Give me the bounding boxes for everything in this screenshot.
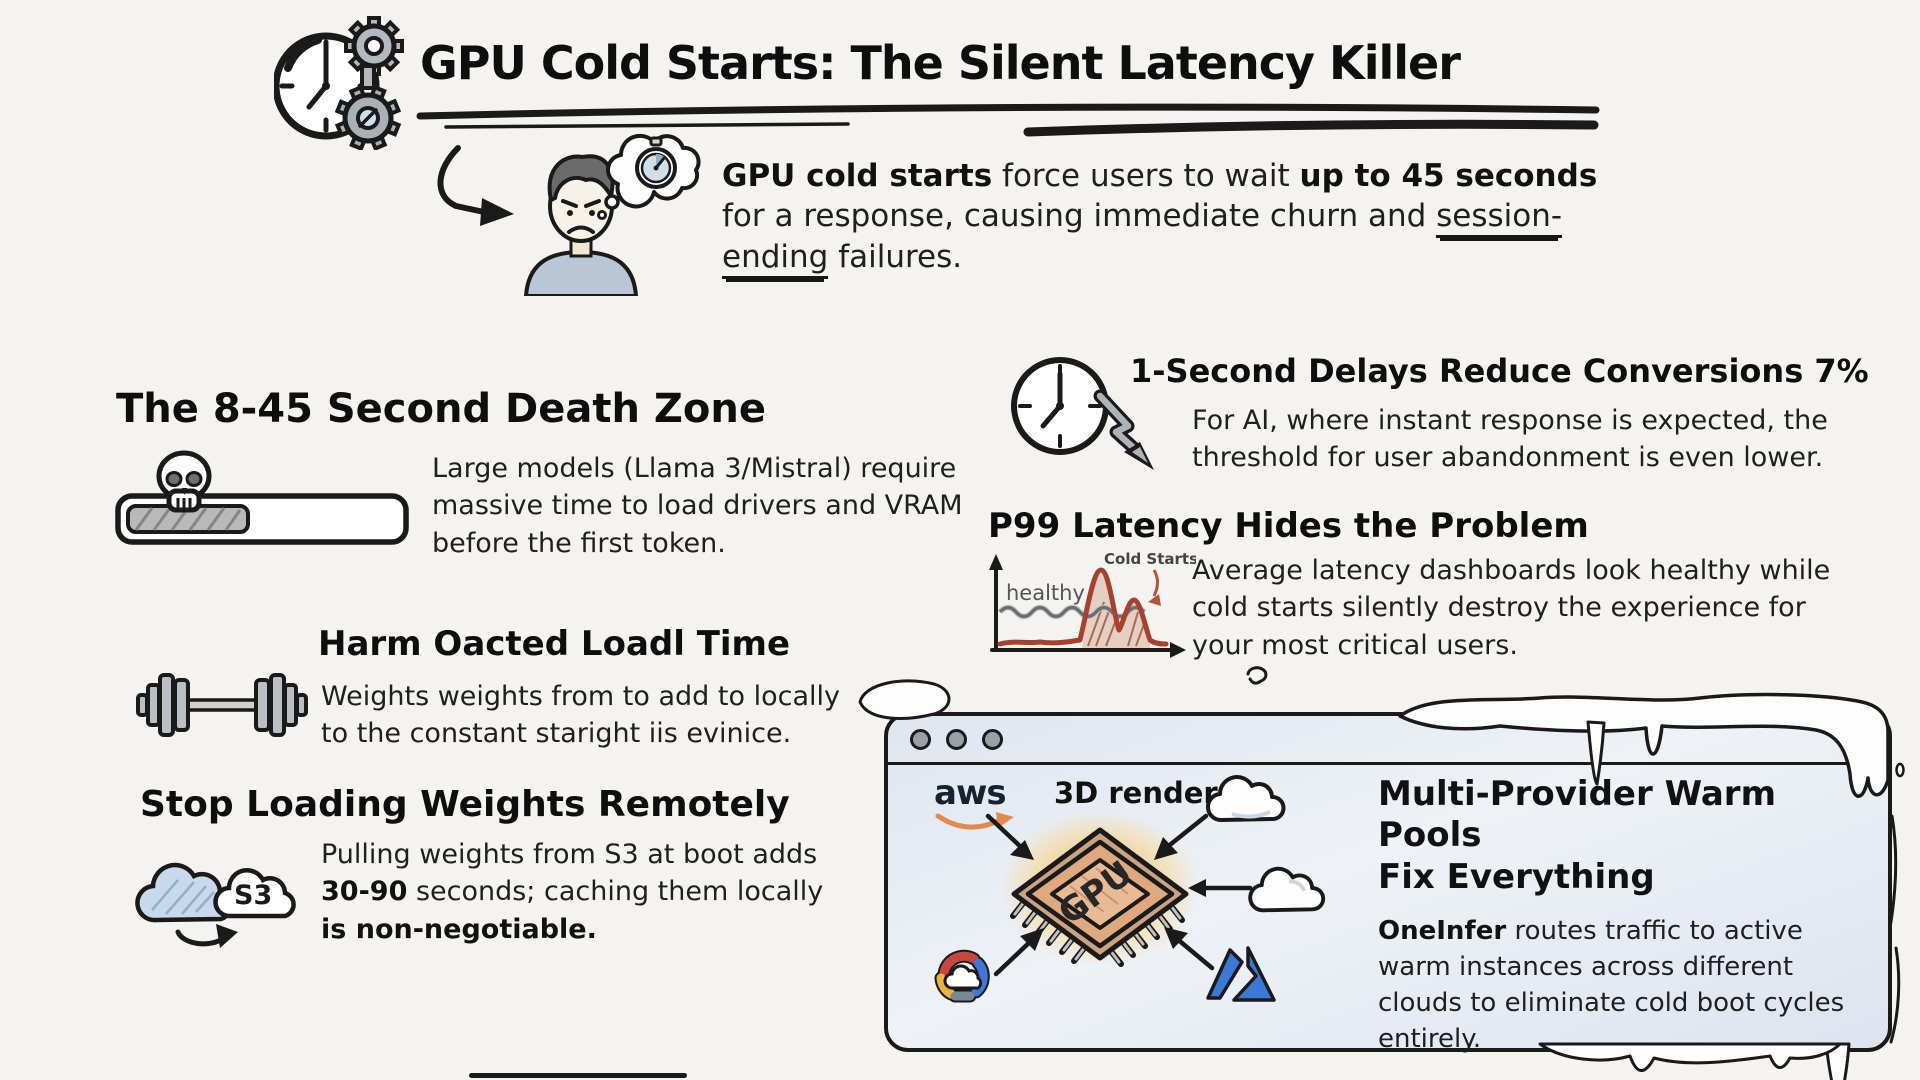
window-dot-minimize	[946, 728, 967, 750]
warm-pools-bold-oneinfer: OneInfer	[1378, 916, 1507, 947]
section-title-weights: Stop Loading Weights Remotely	[140, 784, 790, 825]
section-title-warm-pools: Multi-Provider Warm Pools Fix Everything	[1378, 774, 1864, 898]
intro-text-seg: failures.	[828, 238, 963, 275]
angry-user-icon	[514, 144, 648, 300]
s3-label: S3	[234, 880, 272, 911]
warm-pools-title-line2: Fix Everything	[1378, 856, 1655, 897]
skull-progress-bar-icon	[112, 448, 414, 556]
section-body-warm-pools: OneInfer routes traffic to active warm i…	[1378, 914, 1854, 1058]
cloud-icon	[1202, 768, 1286, 832]
azure-logo	[1204, 944, 1276, 1012]
window-dot-close	[910, 728, 931, 750]
intro-text-seg: for a response, causing immediate churn …	[722, 198, 1437, 235]
clock-gears-icon	[272, 8, 406, 152]
warm-pools-title-line1: Multi-Provider Warm Pools	[1378, 774, 1777, 856]
chart-label-cold-starts: Cold Starts	[1104, 550, 1196, 568]
intro-bold-45-seconds: up to 45 seconds	[1299, 158, 1598, 194]
gpu-chip-icon: GPU	[972, 788, 1228, 988]
page-title: GPU Cold Starts: The Silent Latency Kill…	[420, 36, 1461, 90]
section-body-death-zone: Large models (Llama 3/Mistral) require m…	[432, 453, 963, 559]
dumbbell-icon	[134, 662, 310, 752]
warm-pools-text-seg: routes traffic to active warm instances …	[1378, 916, 1845, 1055]
thought-bubble-stopwatch-icon	[596, 118, 708, 226]
section-title-p99: P99 Latency Hides the Problem	[988, 506, 1589, 546]
weights-text-seg: Pulling weights from S3 at boot adds	[321, 839, 818, 870]
section-title-death-zone: The 8-45 Second Death Zone	[116, 386, 766, 432]
intro-underlined-session-ending: session-ending	[722, 198, 1563, 279]
window-dot-maximize	[982, 728, 1003, 750]
chart-label-healthy: healthy	[1006, 581, 1085, 605]
aws-logo-text: aws	[934, 773, 1007, 813]
title-underline	[416, 103, 1600, 137]
section-body-p99: Average latency dashboards look healthy …	[1192, 555, 1831, 661]
browser-titlebar	[888, 716, 1888, 765]
cloud-icon	[1244, 860, 1326, 922]
gcp-logo	[928, 946, 996, 1010]
intro-bold-gpu-cold-starts: GPU cold starts	[722, 158, 993, 194]
section-body-conversions: For AI, where instant response is expect…	[1192, 405, 1828, 474]
clock-decline-arrow-icon	[1004, 348, 1190, 478]
intro-text-seg: force users to wait	[992, 158, 1300, 194]
curved-arrow-icon	[428, 142, 520, 238]
weights-text-seg: seconds; caching them locally	[407, 876, 824, 908]
weights-bold-non-negotiable: is non-negotiable.	[321, 913, 597, 945]
section-body-weights: Pulling weights from S3 at boot adds 30-…	[321, 836, 846, 948]
section-title-conversions: 1-Second Delays Reduce Conversions 7%	[1130, 352, 1869, 390]
cloud-s3-sync-icon: S3	[126, 840, 320, 960]
section-title-load-time: Harm Oacted Loadl Time	[318, 624, 791, 664]
section-body-load-time: Weights weights from to add to locally t…	[321, 681, 840, 750]
section-warm-pools-text: Multi-Provider Warm Pools Fix Everything…	[1378, 774, 1864, 1058]
intro-text: GPU cold starts force users to wait up t…	[722, 156, 1622, 279]
latency-spike-chart: healthy Cold Starts	[982, 550, 1198, 666]
weights-bold-30-90: 30-90	[321, 876, 408, 908]
bottom-decorative-stroke	[469, 1073, 687, 1078]
